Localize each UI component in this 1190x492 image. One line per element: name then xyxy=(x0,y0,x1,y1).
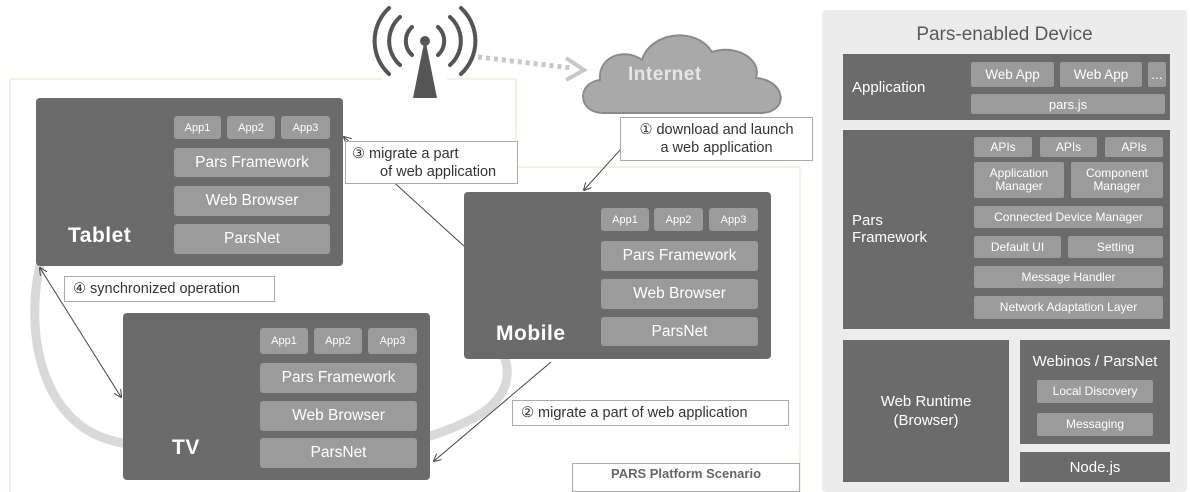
architecture-title: Pars-enabled Device xyxy=(916,24,1093,45)
callout-migrate-tablet-number: ③ xyxy=(352,146,365,162)
scenario-footer-label: PARS Platform Scenario xyxy=(572,463,800,492)
tablet-app2[interactable]: App2 xyxy=(227,116,275,139)
tablet-name: Tablet xyxy=(68,224,132,247)
pars-framework-label-line1: Pars xyxy=(852,212,883,229)
callout-download-number: ① xyxy=(639,122,653,138)
internet-label: Internet xyxy=(628,64,702,85)
tablet-app1[interactable]: App1 xyxy=(174,116,221,139)
web-runtime-line1: Web Runtime xyxy=(880,393,972,410)
tv-panel: App1 App2 App3 Pars Framework Web Browse… xyxy=(123,313,430,480)
nodejs-label: Node.js xyxy=(1069,459,1121,476)
tv-name: TV xyxy=(172,436,200,459)
pars-framework-label: Pars Framework xyxy=(852,212,927,246)
tv-parsnet: ParsNet xyxy=(260,438,417,468)
webinos-parsnet-title: Webinos / ParsNet xyxy=(1032,353,1158,370)
application-label: Application xyxy=(852,79,926,96)
callout-download-launch: ① download and launch a web application xyxy=(620,117,813,161)
callout-download-line1: download and launch xyxy=(656,122,794,138)
pars-framework-label-line2: Framework xyxy=(852,229,928,246)
web-app-2: Web App xyxy=(1060,62,1142,87)
application-layer: Application Web App Web App ... pars.js xyxy=(843,54,1170,120)
setting: Setting xyxy=(1068,236,1163,258)
callout-sync: ④ synchronized operation xyxy=(64,276,275,302)
callout-sync-number: ④ xyxy=(73,281,86,297)
local-discovery: Local Discovery xyxy=(1037,380,1153,403)
callout-migrate-tv: ② migrate a part of web application xyxy=(512,400,789,426)
callout-migrate-tablet: ③ migrate a part of web application xyxy=(345,141,518,184)
messaging: Messaging xyxy=(1037,413,1153,436)
network-adaptation-layer: Network Adaptation Layer xyxy=(974,296,1163,319)
callout-download-line2: a web application xyxy=(660,140,773,156)
tablet-parsnet: ParsNet xyxy=(174,224,330,254)
default-ui: Default UI xyxy=(974,236,1061,258)
callout-migrate-tv-number: ② xyxy=(521,405,534,421)
tablet-pars-framework: Pars Framework xyxy=(174,148,330,177)
apis-2: APIs xyxy=(1040,137,1097,157)
callout-migrate-tablet-line2: of web application xyxy=(380,164,497,180)
component-manager: Component Manager xyxy=(1071,162,1163,198)
apis-3: APIs xyxy=(1105,137,1163,157)
application-manager: Application Manager xyxy=(974,162,1064,198)
callout-migrate-tv-text: migrate a part of web application xyxy=(538,405,748,421)
apis-1: APIs xyxy=(974,137,1032,157)
mobile-name: Mobile xyxy=(496,322,566,345)
cloud-icon xyxy=(582,34,782,114)
mobile-app2[interactable]: App2 xyxy=(654,208,703,231)
mobile-app1[interactable]: App1 xyxy=(601,208,649,231)
tv-pars-framework: Pars Framework xyxy=(260,363,417,393)
web-runtime-line2: (Browser) xyxy=(893,412,959,429)
nodejs-layer: Node.js xyxy=(1020,452,1170,482)
mobile-pars-framework: Pars Framework xyxy=(601,241,758,271)
web-runtime-label: Web Runtime (Browser) xyxy=(843,392,1009,430)
tablet-app3[interactable]: App3 xyxy=(281,116,330,139)
web-app-more: ... xyxy=(1148,62,1166,87)
mobile-web-browser: Web Browser xyxy=(601,279,758,309)
web-app-1: Web App xyxy=(971,62,1054,87)
callout-migrate-tablet-line1: migrate a part xyxy=(369,146,459,162)
pars-js: pars.js xyxy=(971,94,1165,114)
webinos-parsnet-layer: Webinos / ParsNet Local Discovery Messag… xyxy=(1020,340,1170,444)
antenna-icon xyxy=(372,6,478,98)
wireless-link-arrow xyxy=(477,54,588,82)
callout-sync-text: synchronized operation xyxy=(90,281,240,297)
tv-web-browser: Web Browser xyxy=(260,401,417,431)
mobile-app3[interactable]: App3 xyxy=(709,208,758,231)
tablet-web-browser: Web Browser xyxy=(174,186,330,216)
component-manager-line1: Component xyxy=(1085,166,1149,180)
tv-app2[interactable]: App2 xyxy=(314,328,362,354)
message-handler: Message Handler xyxy=(974,266,1163,288)
tablet-panel: App1 App2 App3 Pars Framework Web Browse… xyxy=(36,98,343,266)
component-manager-line2: Manager xyxy=(1093,179,1141,193)
application-manager-line2: Manager xyxy=(995,179,1043,193)
pars-framework-layer: Pars Framework APIs APIs APIs Applicatio… xyxy=(843,130,1170,329)
application-manager-line1: Application xyxy=(989,166,1049,180)
tv-app3[interactable]: App3 xyxy=(368,328,417,354)
mobile-panel: App1 App2 App3 Pars Framework Web Browse… xyxy=(464,192,771,359)
scenario-frame xyxy=(9,78,801,492)
tv-app1[interactable]: App1 xyxy=(260,328,308,354)
mobile-parsnet: ParsNet xyxy=(601,317,758,346)
connected-device-manager: Connected Device Manager xyxy=(974,206,1163,228)
web-runtime-layer: Web Runtime (Browser) xyxy=(843,340,1009,482)
architecture-panel: Pars-enabled Device Application Web App … xyxy=(822,10,1187,492)
